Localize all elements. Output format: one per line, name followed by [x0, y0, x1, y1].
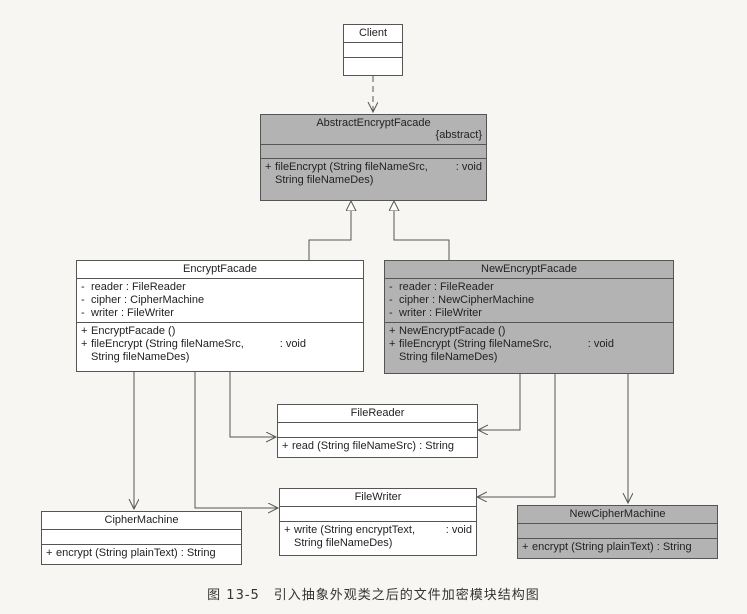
class-encrypt-facade: EncryptFacade -reader : FileReader -ciph…	[76, 260, 364, 372]
attribute-row: -cipher : CipherMachine	[81, 294, 205, 306]
operation-row: +encrypt (String plainText) : String	[522, 541, 692, 553]
class-new-cipher-machine: NewCipherMachine +encrypt (String plainT…	[517, 505, 718, 559]
operations-compartment: +encrypt (String plainText) : String	[42, 545, 241, 562]
class-name: AbstractEncryptFacade	[316, 117, 431, 129]
association-nef-filereader	[478, 374, 521, 430]
attribute-row: -cipher : NewCipherMachine	[389, 294, 535, 306]
attributes-compartment	[278, 423, 477, 438]
operations-compartment: + write (String encryptText,String fileN…	[280, 522, 476, 552]
association-nef-filewriter	[477, 374, 556, 497]
attributes-compartment	[261, 145, 486, 159]
operations-compartment: +encrypt (String plainText) : String	[518, 539, 717, 556]
attributes-compartment	[280, 507, 476, 522]
operation-row: + fileEncrypt (String fileNameSrc,String…	[81, 338, 306, 363]
operations-compartment: +NewEncryptFacade () + fileEncrypt (Stri…	[385, 323, 673, 366]
operation-signature-continued: String fileNameDes)	[275, 174, 374, 186]
operations-compartment	[344, 58, 402, 72]
attributes-compartment: -reader : FileReader -cipher : NewCipher…	[385, 279, 673, 323]
attribute-row: -writer : FileWriter	[81, 307, 174, 319]
class-name: FileReader	[278, 405, 477, 423]
attributes-compartment	[42, 530, 241, 545]
operation-signature: fileEncrypt (String fileNameSrc, String …	[275, 161, 452, 187]
operation-row: + fileEncrypt (String fileNameSrc,String…	[389, 338, 614, 363]
generalization-newencryptfacade	[394, 201, 450, 260]
class-name: NewCipherMachine	[518, 506, 717, 524]
visibility-marker: +	[265, 161, 272, 173]
operation-row: + write (String encryptText,String fileN…	[284, 524, 472, 549]
class-name: NewEncryptFacade	[385, 261, 673, 279]
operation-row: +encrypt (String plainText) : String	[46, 547, 216, 559]
attributes-compartment	[518, 524, 717, 539]
operation-row: +NewEncryptFacade ()	[389, 325, 506, 337]
attributes-compartment: -reader : FileReader -cipher : CipherMac…	[77, 279, 363, 323]
operations-compartment: +read (String fileNameSrc) : String	[278, 438, 477, 455]
class-cipher-machine: CipherMachine +encrypt (String plainText…	[41, 511, 242, 565]
attribute-row: -reader : FileReader	[81, 281, 186, 293]
attribute-row: -writer : FileWriter	[389, 307, 482, 319]
generalization-encryptfacade	[308, 201, 351, 260]
stereotype-label: {abstract}	[261, 129, 486, 145]
class-name: EncryptFacade	[77, 261, 363, 279]
association-ef-filereader	[229, 372, 276, 437]
class-new-encrypt-facade: NewEncryptFacade -reader : FileReader -c…	[384, 260, 674, 374]
operation-return-type: : void	[455, 161, 482, 173]
attribute-row: -reader : FileReader	[389, 281, 494, 293]
operations-compartment: + fileEncrypt (String fileNameSrc, Strin…	[261, 159, 486, 189]
operation-row: +read (String fileNameSrc) : String	[282, 440, 454, 452]
class-file-reader: FileReader +read (String fileNameSrc) : …	[277, 404, 478, 458]
association-ef-filewriter	[194, 372, 278, 508]
operation-row: +EncryptFacade ()	[81, 325, 176, 337]
class-name: Client	[344, 25, 402, 43]
class-abstract-encrypt-facade: AbstractEncryptFacade {abstract} + fileE…	[260, 114, 487, 201]
operations-compartment: +EncryptFacade () + fileEncrypt (String …	[77, 323, 363, 366]
attributes-compartment	[344, 43, 402, 58]
class-file-writer: FileWriter + write (String encryptText,S…	[279, 488, 477, 556]
class-name: FileWriter	[280, 489, 476, 507]
figure-caption: 图 13-5 引入抽象外观类之后的文件加密模块结构图	[207, 588, 540, 603]
operation-row: + fileEncrypt (String fileNameSrc, Strin…	[265, 161, 482, 187]
class-name: CipherMachine	[42, 512, 241, 530]
class-client: Client	[343, 24, 403, 76]
